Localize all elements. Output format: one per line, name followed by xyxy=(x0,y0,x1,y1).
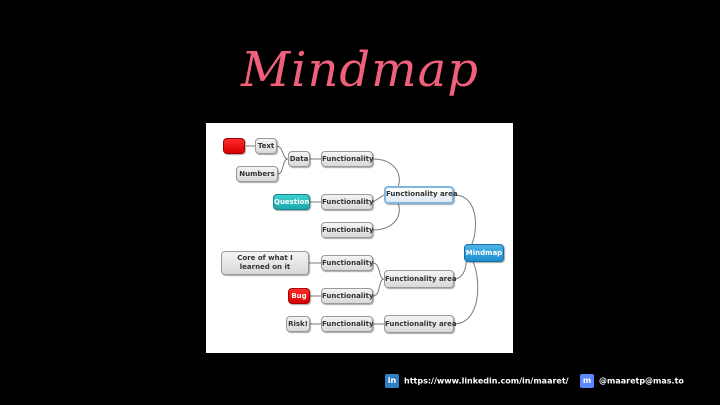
node-functionality-area: Functionality area xyxy=(384,315,457,333)
node-text: Text xyxy=(255,138,277,154)
node-risk: Risk! xyxy=(286,316,310,332)
node-question: Question xyxy=(273,194,310,210)
mastodon-link[interactable]: m @maaretp@mas.to xyxy=(580,374,684,392)
mastodon-icon: m xyxy=(580,374,594,388)
node-functionality: Functionality xyxy=(321,288,374,304)
node-core-learned: Core of what I learned on it xyxy=(221,251,309,275)
node-functionality: Functionality xyxy=(321,194,374,210)
node-mindmap-root: Mindmap xyxy=(464,244,504,262)
linkedin-link[interactable]: in https://www.linkedin.com/in/maaret/ xyxy=(385,374,569,392)
node-functionality: Functionality xyxy=(321,255,374,271)
linkedin-url: https://www.linkedin.com/in/maaret/ xyxy=(404,376,569,386)
node-bug: Bug xyxy=(288,288,310,304)
blank-red-node xyxy=(223,138,245,154)
mastodon-handle: @maaretp@mas.to xyxy=(599,376,684,386)
node-data: Data xyxy=(288,151,310,167)
slide-title: Mindmap xyxy=(241,42,479,98)
node-functionality: Functionality xyxy=(321,222,374,238)
node-functionality: Functionality xyxy=(321,316,374,332)
node-functionality-area: Functionality area xyxy=(384,270,457,288)
node-functionality: Functionality xyxy=(321,151,374,167)
linkedin-icon: in xyxy=(385,374,399,388)
mindmap-diagram: Text Data Numbers Functionality Question… xyxy=(206,123,513,353)
node-numbers: Numbers xyxy=(236,166,278,182)
node-functionality-area: Functionality area xyxy=(384,186,458,204)
